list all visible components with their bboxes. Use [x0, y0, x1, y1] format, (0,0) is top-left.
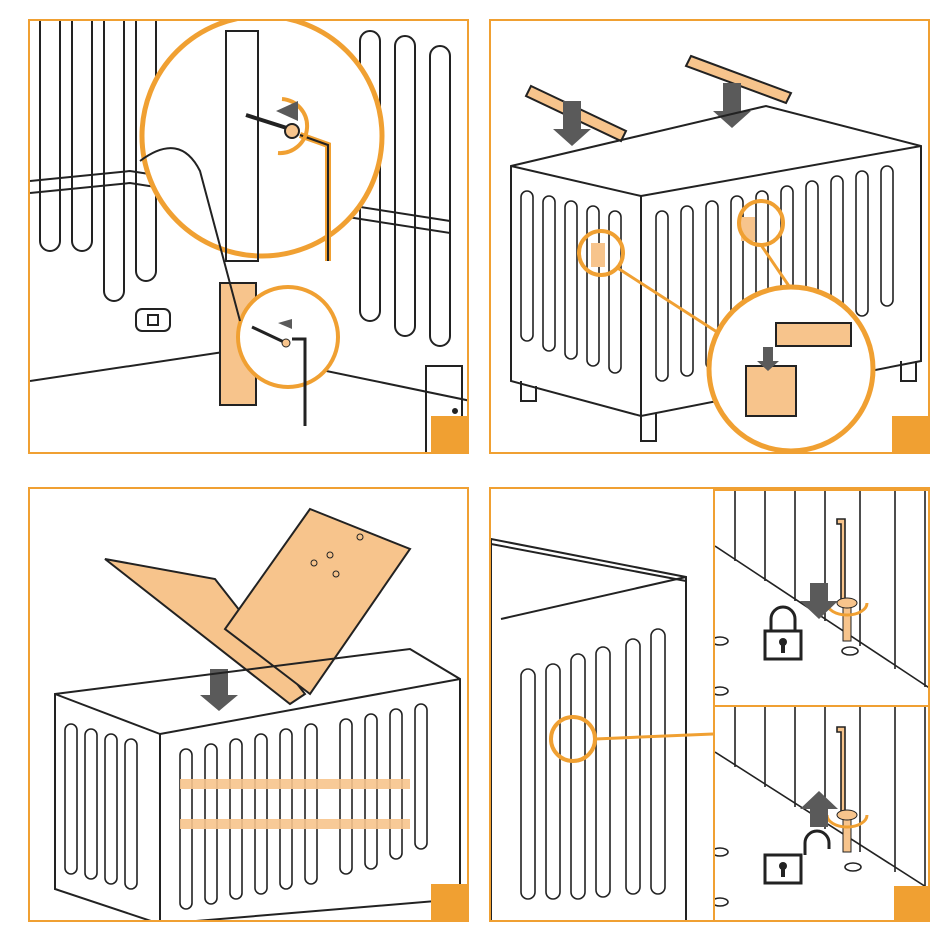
allen-key-icon: [837, 519, 845, 601]
step-4-panel: [489, 487, 930, 922]
step-marker: [894, 886, 930, 922]
step-1-panel: [28, 19, 469, 454]
step-3-illustration: [30, 489, 469, 922]
step-2-panel: [489, 19, 930, 454]
down-arrow-icon: [713, 83, 751, 128]
allen-key-icon: [837, 727, 845, 812]
unlock-detail-panel: [713, 705, 930, 922]
step-marker: [431, 416, 467, 452]
detail-circle-small: [551, 717, 595, 761]
lock-detail-panel: [713, 489, 930, 707]
detail-circle-large: [142, 21, 382, 256]
step-marker: [431, 884, 467, 920]
unlock-icon: [765, 831, 829, 883]
step-marker: [892, 416, 928, 452]
step-3-panel: [28, 487, 469, 922]
lock-icon: [765, 607, 801, 659]
down-arrow-icon: [800, 583, 838, 619]
step-1-illustration: [30, 21, 469, 454]
step-2-illustration: [491, 21, 930, 454]
detail-circle-small: [238, 287, 338, 387]
